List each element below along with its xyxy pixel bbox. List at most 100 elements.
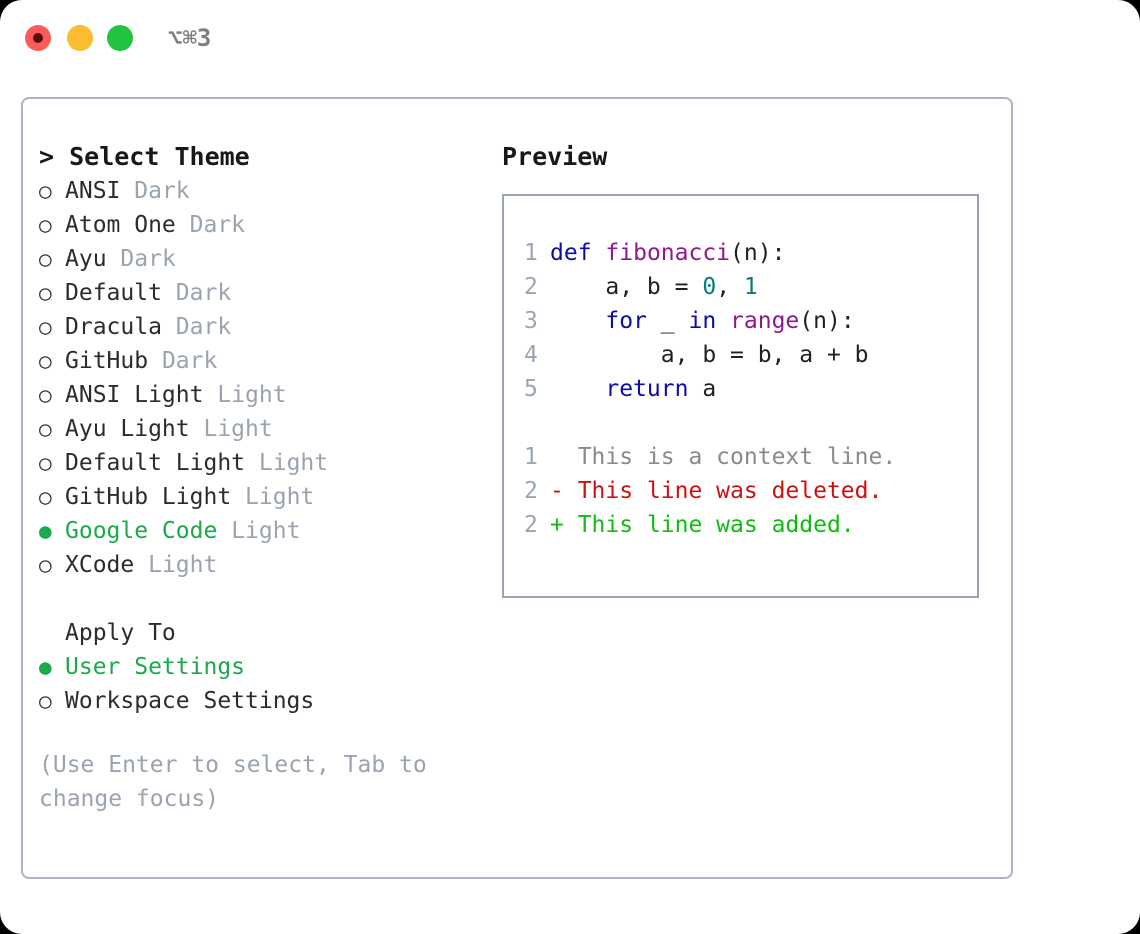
theme-option-ayu-light[interactable]: ○Ayu Light Light	[39, 412, 479, 446]
radio-selected-icon: ●	[39, 655, 52, 679]
theme-selector-column: > Select Theme ○ANSI Dark○Atom One Dark○…	[39, 140, 479, 816]
radio-unselected-icon: ○	[39, 485, 52, 509]
code-token: fibonacci	[605, 240, 731, 266]
theme-option-ansi[interactable]: ○ ANSI Dark	[39, 174, 479, 208]
title-bar: ⌥⌘3	[0, 0, 1140, 78]
diff-line-ctx: 1 This is a context line.	[524, 440, 977, 474]
label-gap	[231, 484, 245, 510]
theme-option-label: Ayu Light	[65, 416, 190, 442]
line-number: 4	[524, 342, 538, 368]
code-diff-spacer	[524, 406, 977, 440]
apply-to-option-label: Workspace Settings	[65, 688, 315, 714]
theme-list: ○ANSI Dark○Atom One Dark○Ayu Dark○Defaul…	[39, 174, 479, 582]
radio-unselected-icon: ○	[39, 349, 52, 373]
code-token	[550, 376, 605, 402]
label-gap	[203, 382, 217, 408]
code-token: (n):	[799, 308, 855, 334]
theme-option-default[interactable]: ○ Default Dark	[39, 276, 479, 310]
theme-option-dracula[interactable]: ○Dracula Dark	[39, 310, 479, 344]
code-token: return	[605, 376, 689, 402]
theme-option-atom-one[interactable]: ○Atom One Dark	[39, 208, 479, 242]
theme-option-github[interactable]: ○ GitHub Dark	[39, 344, 479, 378]
theme-option-label: GitHub	[65, 348, 149, 374]
diff-line-add: 2 + This line was added.	[524, 508, 977, 542]
theme-variant-tag: Dark	[189, 212, 246, 238]
radio-unselected-icon: ○	[39, 383, 52, 407]
theme-variant-tag: Dark	[134, 178, 190, 204]
code-token	[716, 308, 730, 334]
line-number: 3	[524, 308, 538, 334]
radio-unselected-icon: ○	[39, 247, 52, 271]
label-gap	[162, 280, 176, 306]
maximize-window-button[interactable]	[107, 25, 133, 51]
radio-unselected-icon: ○	[39, 179, 52, 203]
label-gap	[148, 348, 162, 374]
theme-variant-tag: Dark	[161, 348, 218, 374]
code-token	[550, 308, 605, 334]
theme-option-label: Ayu	[65, 246, 107, 272]
label-gap	[134, 552, 148, 578]
apply-to-option-user-settings[interactable]: ● User Settings	[39, 650, 479, 684]
main-panel: > Select Theme ○ANSI Dark○Atom One Dark○…	[21, 97, 1013, 879]
theme-option-label: Default	[65, 280, 162, 306]
theme-variant-tag: Light	[217, 382, 287, 408]
preview-heading: Preview	[502, 142, 608, 171]
diff-marker: -	[550, 478, 578, 504]
keyboard-hint-text: (Use Enter to select, Tab to change focu…	[39, 752, 441, 812]
diff-text: This line was added.	[577, 512, 855, 538]
radio-unselected-icon: ○	[39, 315, 52, 339]
label-gap	[162, 314, 176, 340]
line-number: 1	[524, 444, 538, 470]
radio-selected-icon: ●	[39, 519, 52, 543]
theme-option-google-code[interactable]: ● Google Code Light	[39, 514, 479, 548]
apply-to-option-workspace-settings[interactable]: ○ Workspace Settings	[39, 684, 479, 718]
diff-line-del: 2- This line was deleted.	[524, 474, 977, 508]
code-token: ,	[716, 274, 744, 300]
theme-option-default-light[interactable]: ○ Default Light Light	[39, 446, 479, 480]
section-spacer	[39, 582, 479, 616]
code-token: _	[646, 308, 689, 334]
theme-variant-tag: Dark	[120, 246, 176, 272]
code-token: range	[730, 308, 800, 334]
code-token: a, b =	[550, 274, 703, 300]
line-number: 2	[524, 512, 538, 538]
code-line: 3 for _ in range(n):	[524, 304, 977, 338]
theme-variant-tag: Light	[258, 450, 329, 476]
code-token: def	[550, 240, 592, 266]
code-line: 5 return a	[524, 372, 977, 406]
line-number: 2	[524, 478, 538, 504]
theme-variant-tag: Light	[245, 484, 315, 510]
minimize-window-button[interactable]	[67, 25, 93, 51]
radio-unselected-icon: ○	[39, 213, 52, 237]
diff-marker: +	[550, 512, 578, 538]
label-gap	[190, 416, 204, 442]
theme-option-label: Default Light	[65, 450, 246, 476]
close-window-icon	[33, 33, 43, 43]
code-token: a	[688, 376, 717, 402]
label-gap	[120, 178, 134, 204]
theme-option-github-light[interactable]: ○GitHub Light Light	[39, 480, 479, 514]
radio-unselected-icon: ○	[39, 689, 52, 713]
radio-unselected-icon: ○	[39, 553, 52, 577]
code-token: for	[605, 308, 647, 334]
apply-to-option-label: User Settings	[65, 654, 246, 680]
diff-marker	[550, 444, 578, 470]
theme-variant-tag: Dark	[175, 280, 232, 306]
theme-variant-tag: Light	[148, 552, 218, 578]
radio-unselected-icon: ○	[39, 451, 52, 475]
theme-option-xcode[interactable]: ○XCode Light	[39, 548, 479, 582]
theme-option-ansi-light[interactable]: ○ ANSI Light Light	[39, 378, 479, 412]
line-number: 2	[524, 274, 538, 300]
label-gap	[176, 212, 190, 238]
code-token	[592, 240, 606, 266]
theme-option-label: ANSI Light	[65, 382, 204, 408]
theme-option-ayu[interactable]: ○ Ayu Dark	[39, 242, 479, 276]
theme-variant-tag: Light	[231, 518, 301, 544]
radio-unselected-icon: ○	[39, 281, 52, 305]
theme-option-label: ANSI	[65, 178, 121, 204]
theme-option-label: Google Code	[65, 518, 218, 544]
